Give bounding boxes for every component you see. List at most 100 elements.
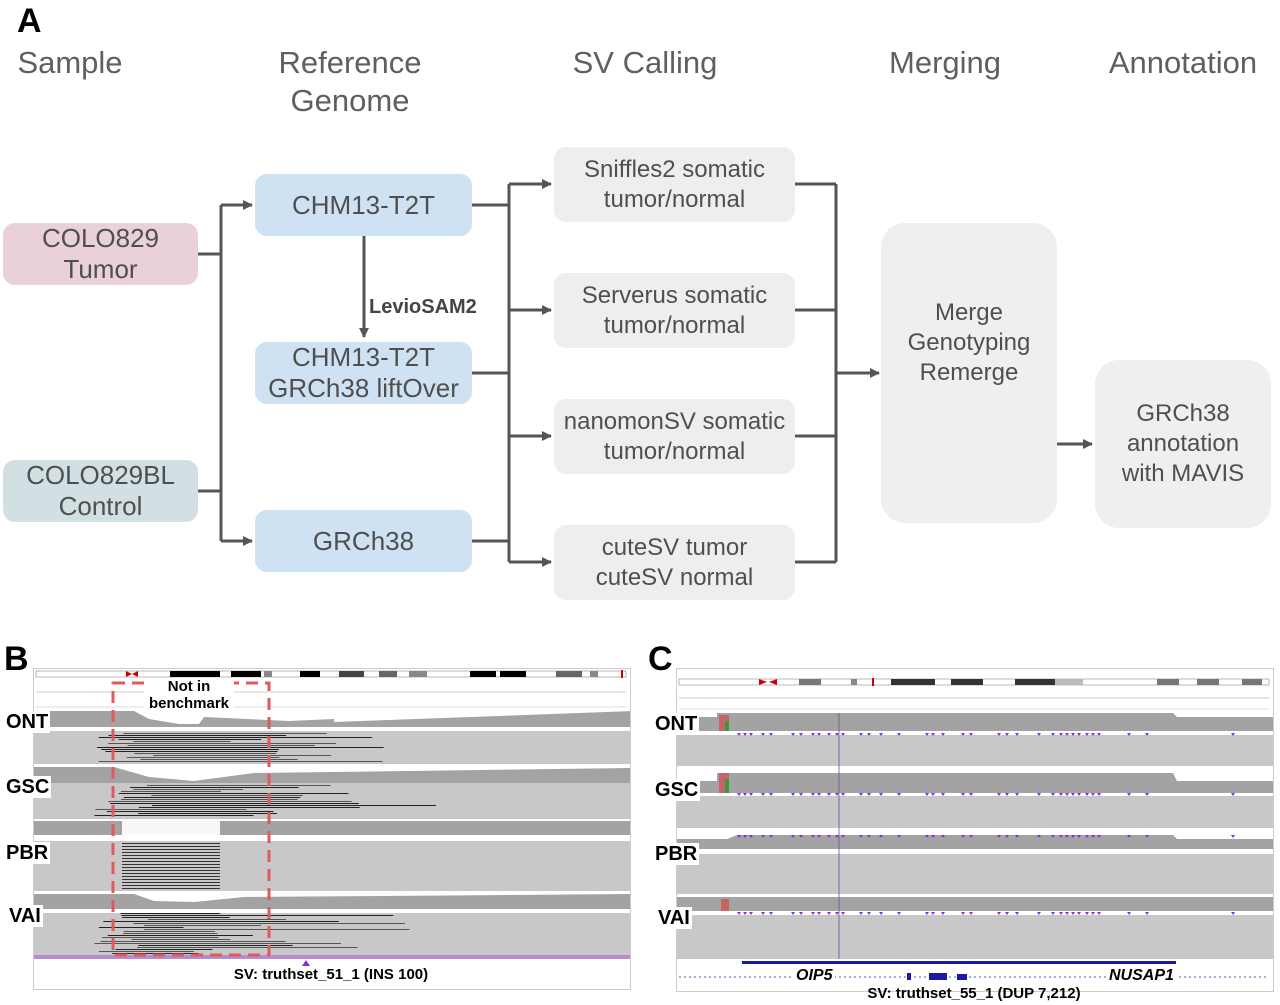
insertion-marker [1127, 793, 1131, 796]
reference-box-chm13: CHM13-T2T [255, 174, 472, 236]
read-segment [122, 867, 220, 868]
insertion-marker [1005, 793, 1009, 796]
igv-tracks-b [34, 670, 630, 966]
insertion-marker [811, 912, 815, 915]
read-segment [133, 789, 244, 790]
alignment-track-pbr [34, 841, 630, 891]
insertion-marker [859, 793, 863, 796]
read-segment [130, 787, 299, 788]
insertion-marker [791, 793, 795, 796]
insertion-marker [1085, 793, 1089, 796]
insertion-marker [941, 835, 945, 838]
insertion-marker [1085, 733, 1089, 736]
read-segment [94, 815, 254, 816]
chromosome-ideogram [678, 678, 1270, 686]
insertion-marker [769, 912, 773, 915]
sv-caption-b: SV: truthset_51_1 (INS 100) [233, 966, 429, 983]
exon [907, 973, 911, 980]
insertion-marker [841, 835, 845, 838]
insertion-marker [997, 835, 1001, 838]
read-segment [122, 849, 220, 850]
insertion-marker [879, 912, 883, 915]
coverage-track-vai [34, 894, 630, 909]
insertion-marker [879, 835, 883, 838]
insertion-marker [743, 912, 747, 915]
igv-view-c [676, 668, 1274, 992]
insertion-marker [1077, 912, 1081, 915]
annotation-box: GRCh38 annotation with MAVIS [1095, 360, 1271, 528]
panel-c-label: C [648, 640, 673, 678]
insertion-marker [737, 912, 741, 915]
insertion-marker [997, 733, 1001, 736]
insertion-marker [925, 912, 929, 915]
coverage-track-ont [34, 711, 630, 727]
insertion-marker [1071, 793, 1075, 796]
insertion-marker [1145, 793, 1149, 796]
caller-box-nanomonsv: nanomonSV somatic tumor/normal [554, 399, 795, 474]
insertion-marker [737, 835, 741, 838]
track-label-vai-c: VAI [656, 907, 692, 929]
insertion-marker [737, 733, 741, 736]
insertion-marker [1231, 793, 1235, 796]
read-segment [133, 741, 231, 742]
read-segment [101, 749, 279, 750]
read-segment [108, 801, 352, 802]
sv-caption-c: SV: truthset_55_1 (DUP 7,212) [867, 985, 1081, 1002]
read-segment [122, 852, 220, 853]
insertion-marker [817, 835, 821, 838]
insertion-marker [867, 793, 871, 796]
caller-box-serverus: Serverus somatic tumor/normal [554, 273, 795, 348]
insertion-marker [1071, 733, 1075, 736]
read-segment [121, 915, 394, 916]
insertion-marker [743, 793, 747, 796]
insertion-marker [859, 912, 863, 915]
read-segment [95, 809, 247, 810]
insertion-marker [1085, 912, 1089, 915]
insertion-marker [817, 793, 821, 796]
column-header-sv-calling: SV Calling [572, 45, 718, 80]
insertion-marker [1051, 912, 1055, 915]
read-segment [122, 864, 220, 865]
insertion-marker [879, 733, 883, 736]
merging-box: Merge Genotyping Remerge [881, 223, 1057, 523]
insertion-marker [859, 835, 863, 838]
insertion-marker [835, 835, 839, 838]
insertion-marker [969, 835, 973, 838]
insertion-marker [897, 793, 901, 796]
insertion-marker [1097, 733, 1101, 736]
insertion-marker [1059, 835, 1063, 838]
insertion-marker [749, 793, 753, 796]
read-segment [123, 797, 301, 798]
insertion-marker [879, 793, 883, 796]
track-label-pbr-b: PBR [4, 842, 51, 864]
insertion-marker [769, 793, 773, 796]
column-header-merging: Merging [889, 45, 1001, 80]
insertion-marker [1005, 733, 1009, 736]
alignment-track-gsc [677, 796, 1273, 828]
column-header-reference-genome: Reference Genome [278, 45, 422, 118]
read-segment [121, 791, 221, 792]
insertion-marker [867, 835, 871, 838]
insertion-marker [1091, 733, 1095, 736]
insertion-marker [1127, 733, 1131, 736]
insertion-marker [1051, 733, 1055, 736]
insertion-marker [867, 912, 871, 915]
igv-tracks-c [677, 678, 1273, 980]
exon [957, 974, 967, 980]
insertion-marker [761, 793, 765, 796]
insertion-marker [925, 733, 929, 736]
insertion-marker [1127, 912, 1131, 915]
read-segment [105, 751, 278, 752]
insertion-marker [1037, 835, 1041, 838]
insertion-marker [841, 793, 845, 796]
not-in-benchmark-label: Not in benchmark [144, 678, 234, 712]
read-segment [122, 885, 220, 886]
insertion-marker [1015, 835, 1019, 838]
read-segment [108, 743, 336, 744]
insertion-marker [769, 835, 773, 838]
read-segment [122, 870, 220, 871]
read-segment [122, 843, 220, 844]
read-segment [147, 785, 331, 786]
read-segment [152, 805, 437, 806]
read-segment [122, 876, 220, 877]
